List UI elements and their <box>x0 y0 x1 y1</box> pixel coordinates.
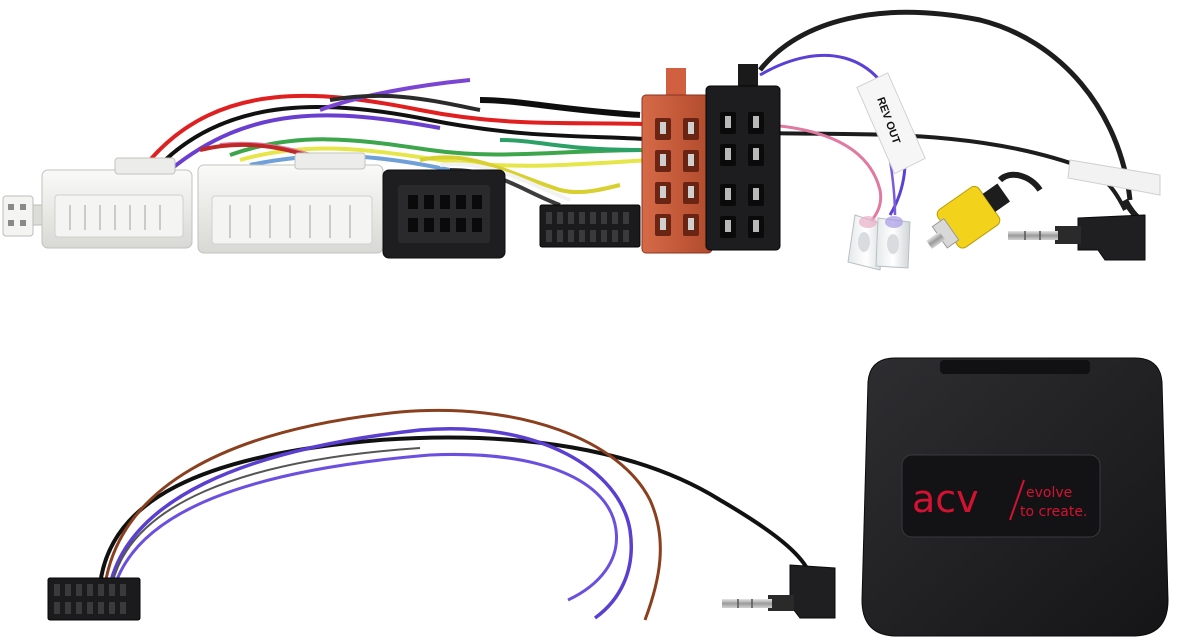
black-cable <box>758 9 1133 201</box>
slogan-line-2: to create. <box>1020 504 1087 520</box>
interface-box: acv evolve to create. <box>861 357 1169 637</box>
slogan-line-1: evolve <box>1026 485 1072 501</box>
brand-logo: acv <box>912 477 979 521</box>
wire-bundle <box>148 78 661 207</box>
steering-lead <box>47 408 836 621</box>
rca-video-plug <box>926 171 1043 249</box>
black-connector <box>382 169 506 259</box>
small-white-connector <box>2 195 46 237</box>
purple-wire <box>113 452 618 602</box>
purple-wire <box>108 427 633 620</box>
steering-connector <box>47 577 141 621</box>
white-vehicle-connector-2 <box>197 152 384 254</box>
iso-power-connector <box>705 64 781 251</box>
steering-aux-jack <box>722 564 836 619</box>
wiring-harness: REV OUT <box>2 9 1161 271</box>
brown-wire <box>103 408 662 621</box>
logo-divider <box>1009 479 1025 521</box>
cable-tag <box>1067 159 1161 196</box>
gray-wire <box>111 447 421 586</box>
pink-wire <box>769 123 883 221</box>
white-vehicle-connector-1 <box>41 157 193 249</box>
iso-speaker-connector <box>641 68 713 254</box>
black-radio-connector <box>539 204 641 248</box>
ring-terminals <box>847 214 911 271</box>
black-wire <box>98 435 810 586</box>
angled-aux-jack <box>1008 198 1146 261</box>
rev-out-tag: REV OUT <box>856 72 926 175</box>
